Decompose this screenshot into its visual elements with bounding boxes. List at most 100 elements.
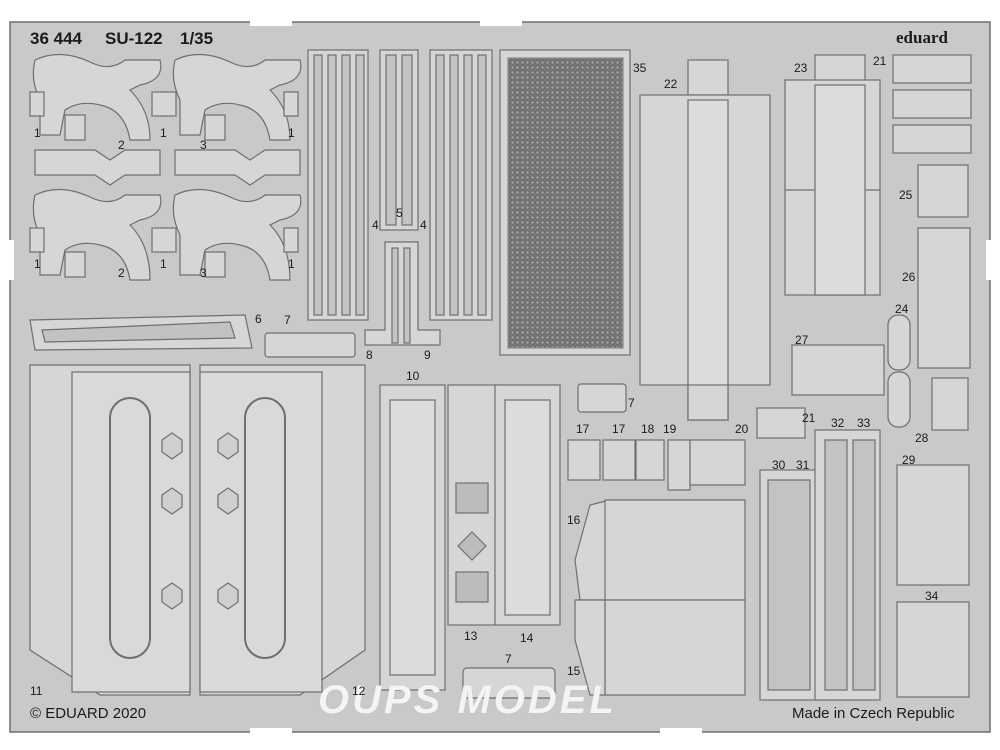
part-label-3: 3 [200,138,207,152]
part-label-1: 1 [288,257,295,271]
part-9-strip [364,241,441,346]
part-label-32: 32 [831,416,845,430]
part-label-27: 27 [795,333,809,347]
part-label-7: 7 [628,396,635,410]
part-1 [283,91,299,117]
part-label-3: 3 [200,266,207,280]
frame-gap [6,240,14,280]
part-26 [917,227,971,369]
part-label-23: 23 [794,61,808,75]
part-label-9: 9 [424,348,431,362]
part-label-10: 10 [406,369,420,383]
part-label-21: 21 [802,411,816,425]
part-label-17: 17 [612,422,626,436]
brand-logo: eduard [896,28,948,47]
origin-text: Made in Czech Republic [792,705,955,722]
part-label-5: 5 [396,206,403,220]
part-label-6: 6 [255,312,262,326]
part-label-1: 1 [288,126,295,140]
part-label-2: 2 [118,138,125,152]
hex-plate [217,582,239,610]
part-1 [29,227,45,253]
part-cross [34,149,161,186]
part-14-plate [494,384,561,626]
part-6-teeth [41,321,236,343]
part-label-2: 2 [118,266,125,280]
part-34 [896,601,970,698]
part-1 [151,91,177,117]
part-label-28: 28 [915,431,929,445]
part-label-18: 18 [641,422,655,436]
part-3-hook [172,188,302,281]
part-24 [887,371,911,428]
hex-plate [161,487,183,515]
hex-plate [217,487,239,515]
part-24 [887,314,911,371]
part-label-15: 15 [567,664,581,678]
part-7 [577,383,627,413]
part-label-24: 24 [895,302,909,316]
part-29 [896,464,970,586]
part-label-1: 1 [34,126,41,140]
part-3-hook [172,53,302,141]
frame-gap [660,728,702,736]
part-label-7: 7 [284,313,291,327]
part-2-hook [32,53,162,141]
frame-gap [480,18,522,26]
part-7 [462,667,556,699]
part-23-panel [784,54,881,296]
hex-plate [161,582,183,610]
part-label-4: 4 [372,218,379,232]
part-label-8: 8 [366,348,373,362]
copyright-text: © EDUARD 2020 [30,705,147,722]
part-label-7: 7 [505,652,512,666]
sheet-scale: 1/35 [180,29,214,48]
part-11-plate [29,364,191,696]
part-label-22: 22 [664,77,678,91]
part-25 [917,164,969,218]
part-cross [174,149,301,186]
part-label-34: 34 [925,589,939,603]
part-5-strip [379,49,419,231]
part-1 [151,227,177,253]
part-label-13: 13 [464,629,478,643]
sheet-code: 36 444 [30,29,82,48]
hex-plate [161,432,183,460]
part-1 [29,91,45,117]
part-label-12: 12 [352,684,366,698]
part-19 [667,439,691,491]
part-label-1: 1 [34,257,41,271]
part-4-strips [429,49,493,321]
frame-gap [250,18,292,26]
part-label-31: 31 [796,458,810,472]
part-7 [264,332,356,358]
part-2-hook [32,188,162,281]
part-label-30: 30 [772,458,786,472]
part-10-plate [379,384,446,691]
part-17 [602,439,636,481]
part-31-32-33-grille [814,429,881,701]
part-27 [791,344,885,396]
part-label-20: 20 [735,422,749,436]
part-20 [689,439,746,486]
part-12-plate [199,364,366,696]
frame-gap [986,240,994,280]
part-15-16-assembly [574,499,746,696]
part-17 [567,439,601,481]
part-21 [892,54,972,84]
part-label-35: 35 [633,61,647,75]
part-label-21: 21 [873,54,887,68]
part-label-1: 1 [160,257,167,271]
part-label-1: 1 [160,126,167,140]
part-label-33: 33 [857,416,871,430]
part-4-strips [307,49,369,321]
part-21 [756,407,806,439]
part-21 [892,89,972,119]
part-label-16: 16 [567,513,581,527]
sheet-model: SU-122 [105,29,163,48]
part-label-26: 26 [902,270,916,284]
part-30-grille [759,469,819,701]
part-28 [931,377,969,431]
